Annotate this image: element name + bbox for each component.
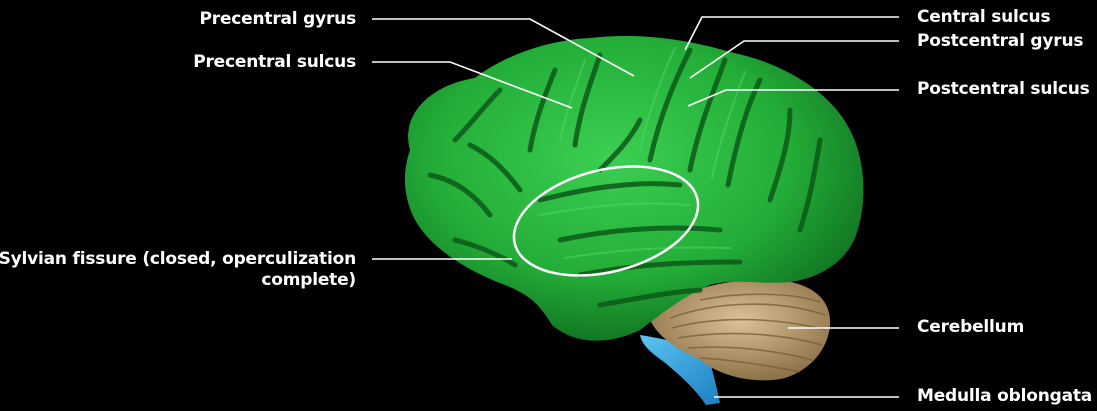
label-precentral-gyrus: Precentral gyrus <box>200 9 356 30</box>
central-sulcus-leader <box>685 17 899 50</box>
label-cerebellum: Cerebellum <box>917 317 1024 338</box>
label-central-sulcus: Central sulcus <box>917 7 1050 28</box>
label-postcentral-gyrus: Postcentral gyrus <box>917 31 1083 52</box>
label-medulla-oblongata: Medulla oblongata <box>917 386 1092 407</box>
label-precentral-sulcus: Precentral sulcus <box>193 52 356 73</box>
label-postcentral-sulcus: Postcentral sulcus <box>917 79 1090 100</box>
label-sylvian-fissure: Sylvian fissure (closed, operculization … <box>0 249 356 291</box>
